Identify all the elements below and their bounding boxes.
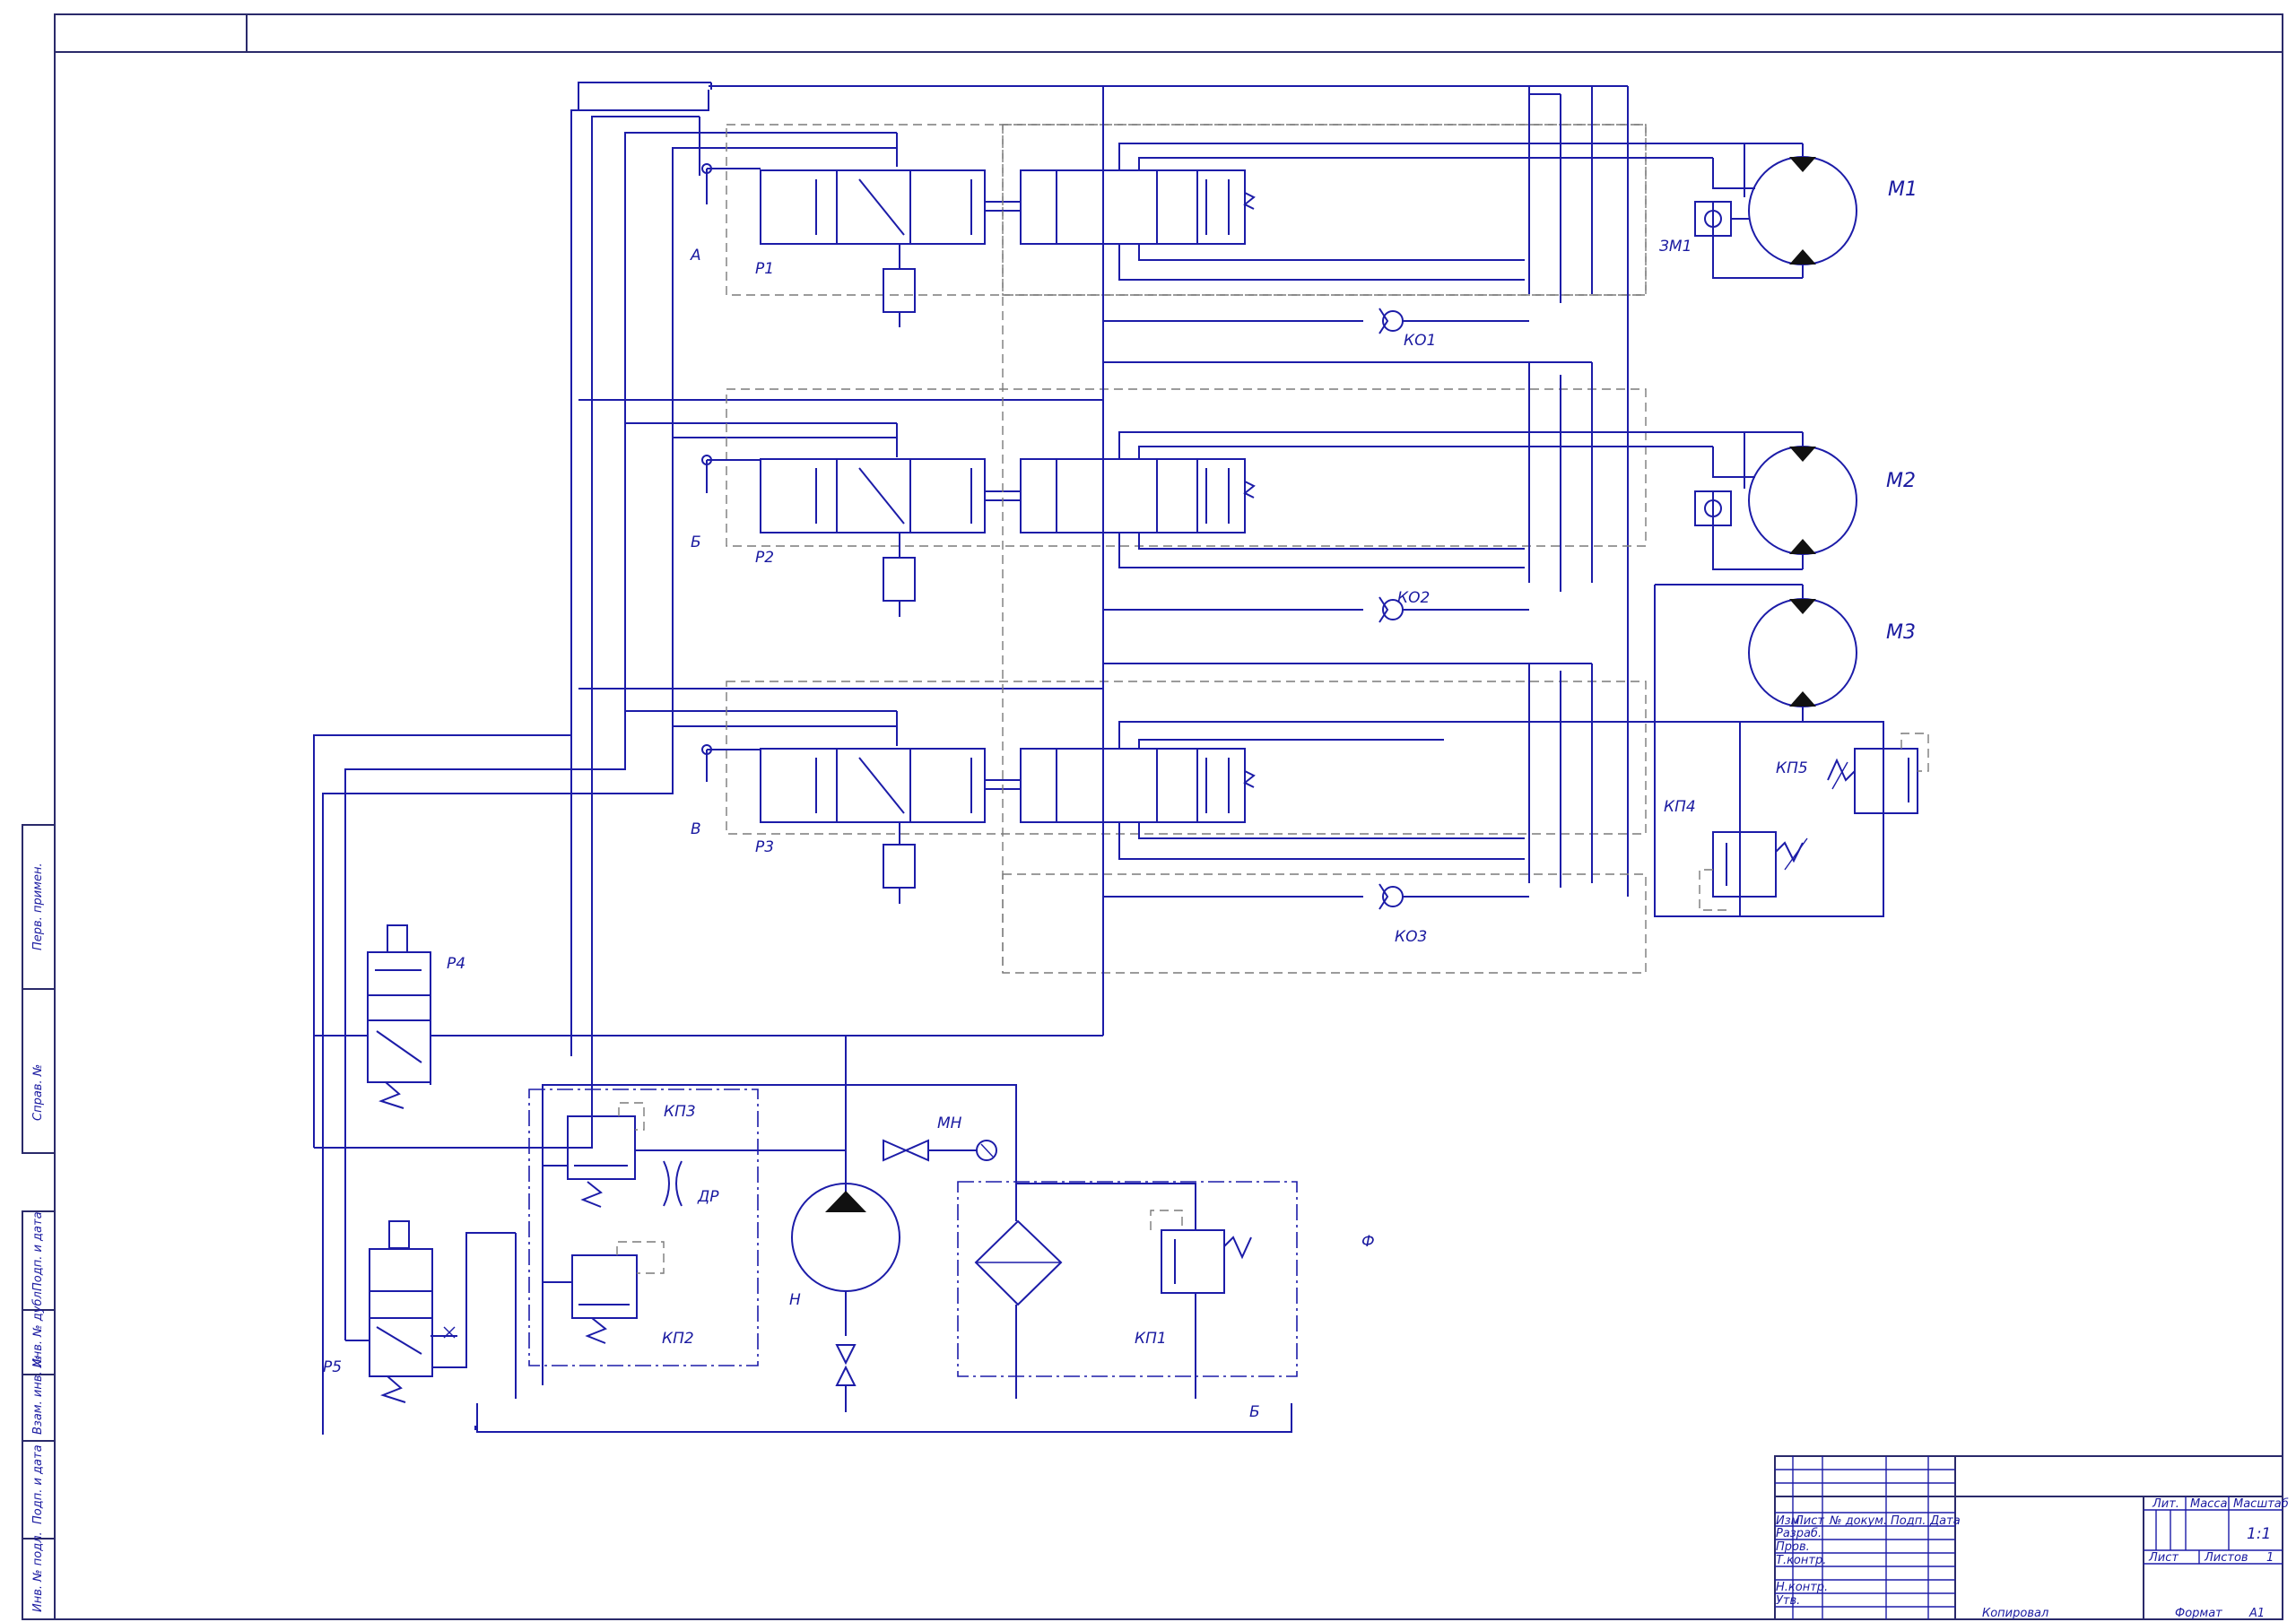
label-tank-b: Б (1249, 1403, 1260, 1421)
motor-m2 (1694, 431, 1857, 569)
label-dr: ДР (697, 1188, 719, 1206)
side-stamp: Перв. примен. Справ. № Подп. и дата Инв.… (22, 824, 56, 1620)
label-h: Н (789, 1291, 801, 1309)
tb-sheet: Лист (2148, 1551, 2179, 1565)
tb-massa: Масса (2190, 1497, 2227, 1511)
side-stamp-label-2: Справ. № (31, 1064, 45, 1121)
label-kp2: КП2 (662, 1330, 694, 1348)
tb-sheets: Листов (2204, 1551, 2248, 1565)
relief-block-kp2-kp3 (474, 1089, 846, 1430)
label-m1: M1 (1888, 178, 1918, 201)
label-v: В (691, 820, 701, 838)
label-ko1: КО1 (1404, 332, 1436, 350)
label-b: Б (691, 533, 701, 551)
tb-col-list: Лист (1794, 1514, 1824, 1528)
valve-group-1 (701, 85, 1803, 897)
tb-col-data: Дата (1929, 1514, 1961, 1528)
label-a: А (690, 247, 701, 265)
label-ko2: КО2 (1397, 589, 1430, 607)
tb-masshtab: Масштаб (2233, 1497, 2289, 1511)
tb-format-value: А1 (2248, 1607, 2265, 1620)
label-p4: P4 (447, 955, 465, 973)
pump-h (791, 1183, 900, 1412)
label-kp5: КП5 (1776, 759, 1808, 777)
label-ko3: КО3 (1395, 928, 1427, 946)
tb-row-tkontr: Т.контр. (1776, 1554, 1826, 1567)
tb-scale-value: 1:1 (2247, 1525, 2271, 1543)
valve-group-2 (701, 361, 1803, 623)
tb-col-dokum: № докум. (1829, 1514, 1887, 1528)
label-zm1: ЗМ1 (1659, 238, 1692, 256)
label-p5: P5 (323, 1358, 342, 1376)
relief-valves-kp4-kp5 (1654, 721, 1929, 917)
side-stamp-label-7: Инв. № подл. (31, 1531, 45, 1612)
schematic-labels: M1 M2 M3 ЗМ1 А Б В P1 P2 P3 P4 P5 КО1 КО… (323, 178, 1918, 1421)
motor-m1 (1694, 143, 1857, 278)
pipelines (313, 82, 1104, 1435)
label-m2: M2 (1886, 470, 1916, 492)
gauge-mn (883, 1139, 997, 1162)
tb-row-razrab: Разраб. (1776, 1527, 1822, 1540)
tank-return-lines (1002, 86, 1104, 1036)
tb-col-izm: Изм (1776, 1514, 1800, 1528)
tb-lit: Лит. (2152, 1497, 2179, 1511)
side-stamp-label-1: Перв. примен. (31, 863, 45, 950)
side-stamp-label-5: Взам. инв. № (31, 1356, 45, 1435)
motor-m3 (1654, 584, 1857, 916)
valve-p4 (314, 924, 431, 1109)
side-stamp-label-3: Подп. и дата (31, 1211, 45, 1291)
tb-row-utv: Утв. (1776, 1594, 1800, 1608)
tb-format: Формат (2175, 1607, 2222, 1620)
label-p1: P1 (755, 260, 774, 278)
label-kp1: КП1 (1135, 1330, 1167, 1348)
title-block: Изм Лист № докум. Подп. Дата Разраб. Про… (1774, 1455, 2289, 1620)
label-p2: P2 (755, 549, 774, 567)
tb-sheets-value: 1 (2266, 1551, 2274, 1565)
side-stamp-label-6: Подп. и дата (31, 1444, 45, 1524)
drawing-frame (54, 13, 2283, 1620)
label-p3: P3 (755, 838, 774, 856)
side-stamp-label-4: Инв. № дубл. (31, 1288, 45, 1367)
tb-copied: Копировал (1982, 1607, 2048, 1620)
tb-row-prov: Пров. (1776, 1540, 1810, 1554)
tank-b (476, 1403, 1292, 1433)
label-kp3: КП3 (664, 1103, 696, 1121)
valve-p5 (345, 1220, 516, 1403)
label-m3: M3 (1886, 621, 1916, 644)
tb-row-nkontr: Н.контр. (1776, 1581, 1828, 1594)
label-mn: МН (937, 1115, 962, 1132)
valve-group-3 (701, 663, 1803, 974)
tb-col-podp: Подп. (1891, 1514, 1926, 1528)
label-f: Ф (1361, 1233, 1375, 1251)
filter-kp1-block (957, 1175, 1298, 1399)
label-kp4: КП4 (1664, 798, 1696, 816)
